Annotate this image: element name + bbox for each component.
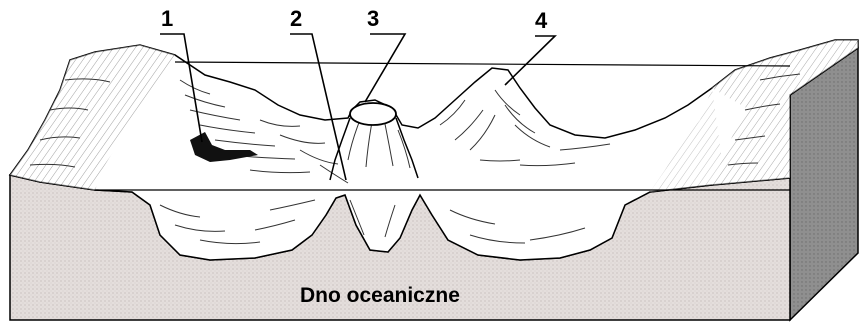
marker-label-1: 1 <box>161 8 173 30</box>
marker-label-2: 2 <box>290 8 302 30</box>
volcano-summit <box>350 103 396 125</box>
ocean-floor-label: Dno oceaniczne <box>300 284 460 308</box>
water-line-back <box>175 62 790 66</box>
marker-label-4: 4 <box>535 10 547 32</box>
marker-label-3: 3 <box>367 8 379 30</box>
